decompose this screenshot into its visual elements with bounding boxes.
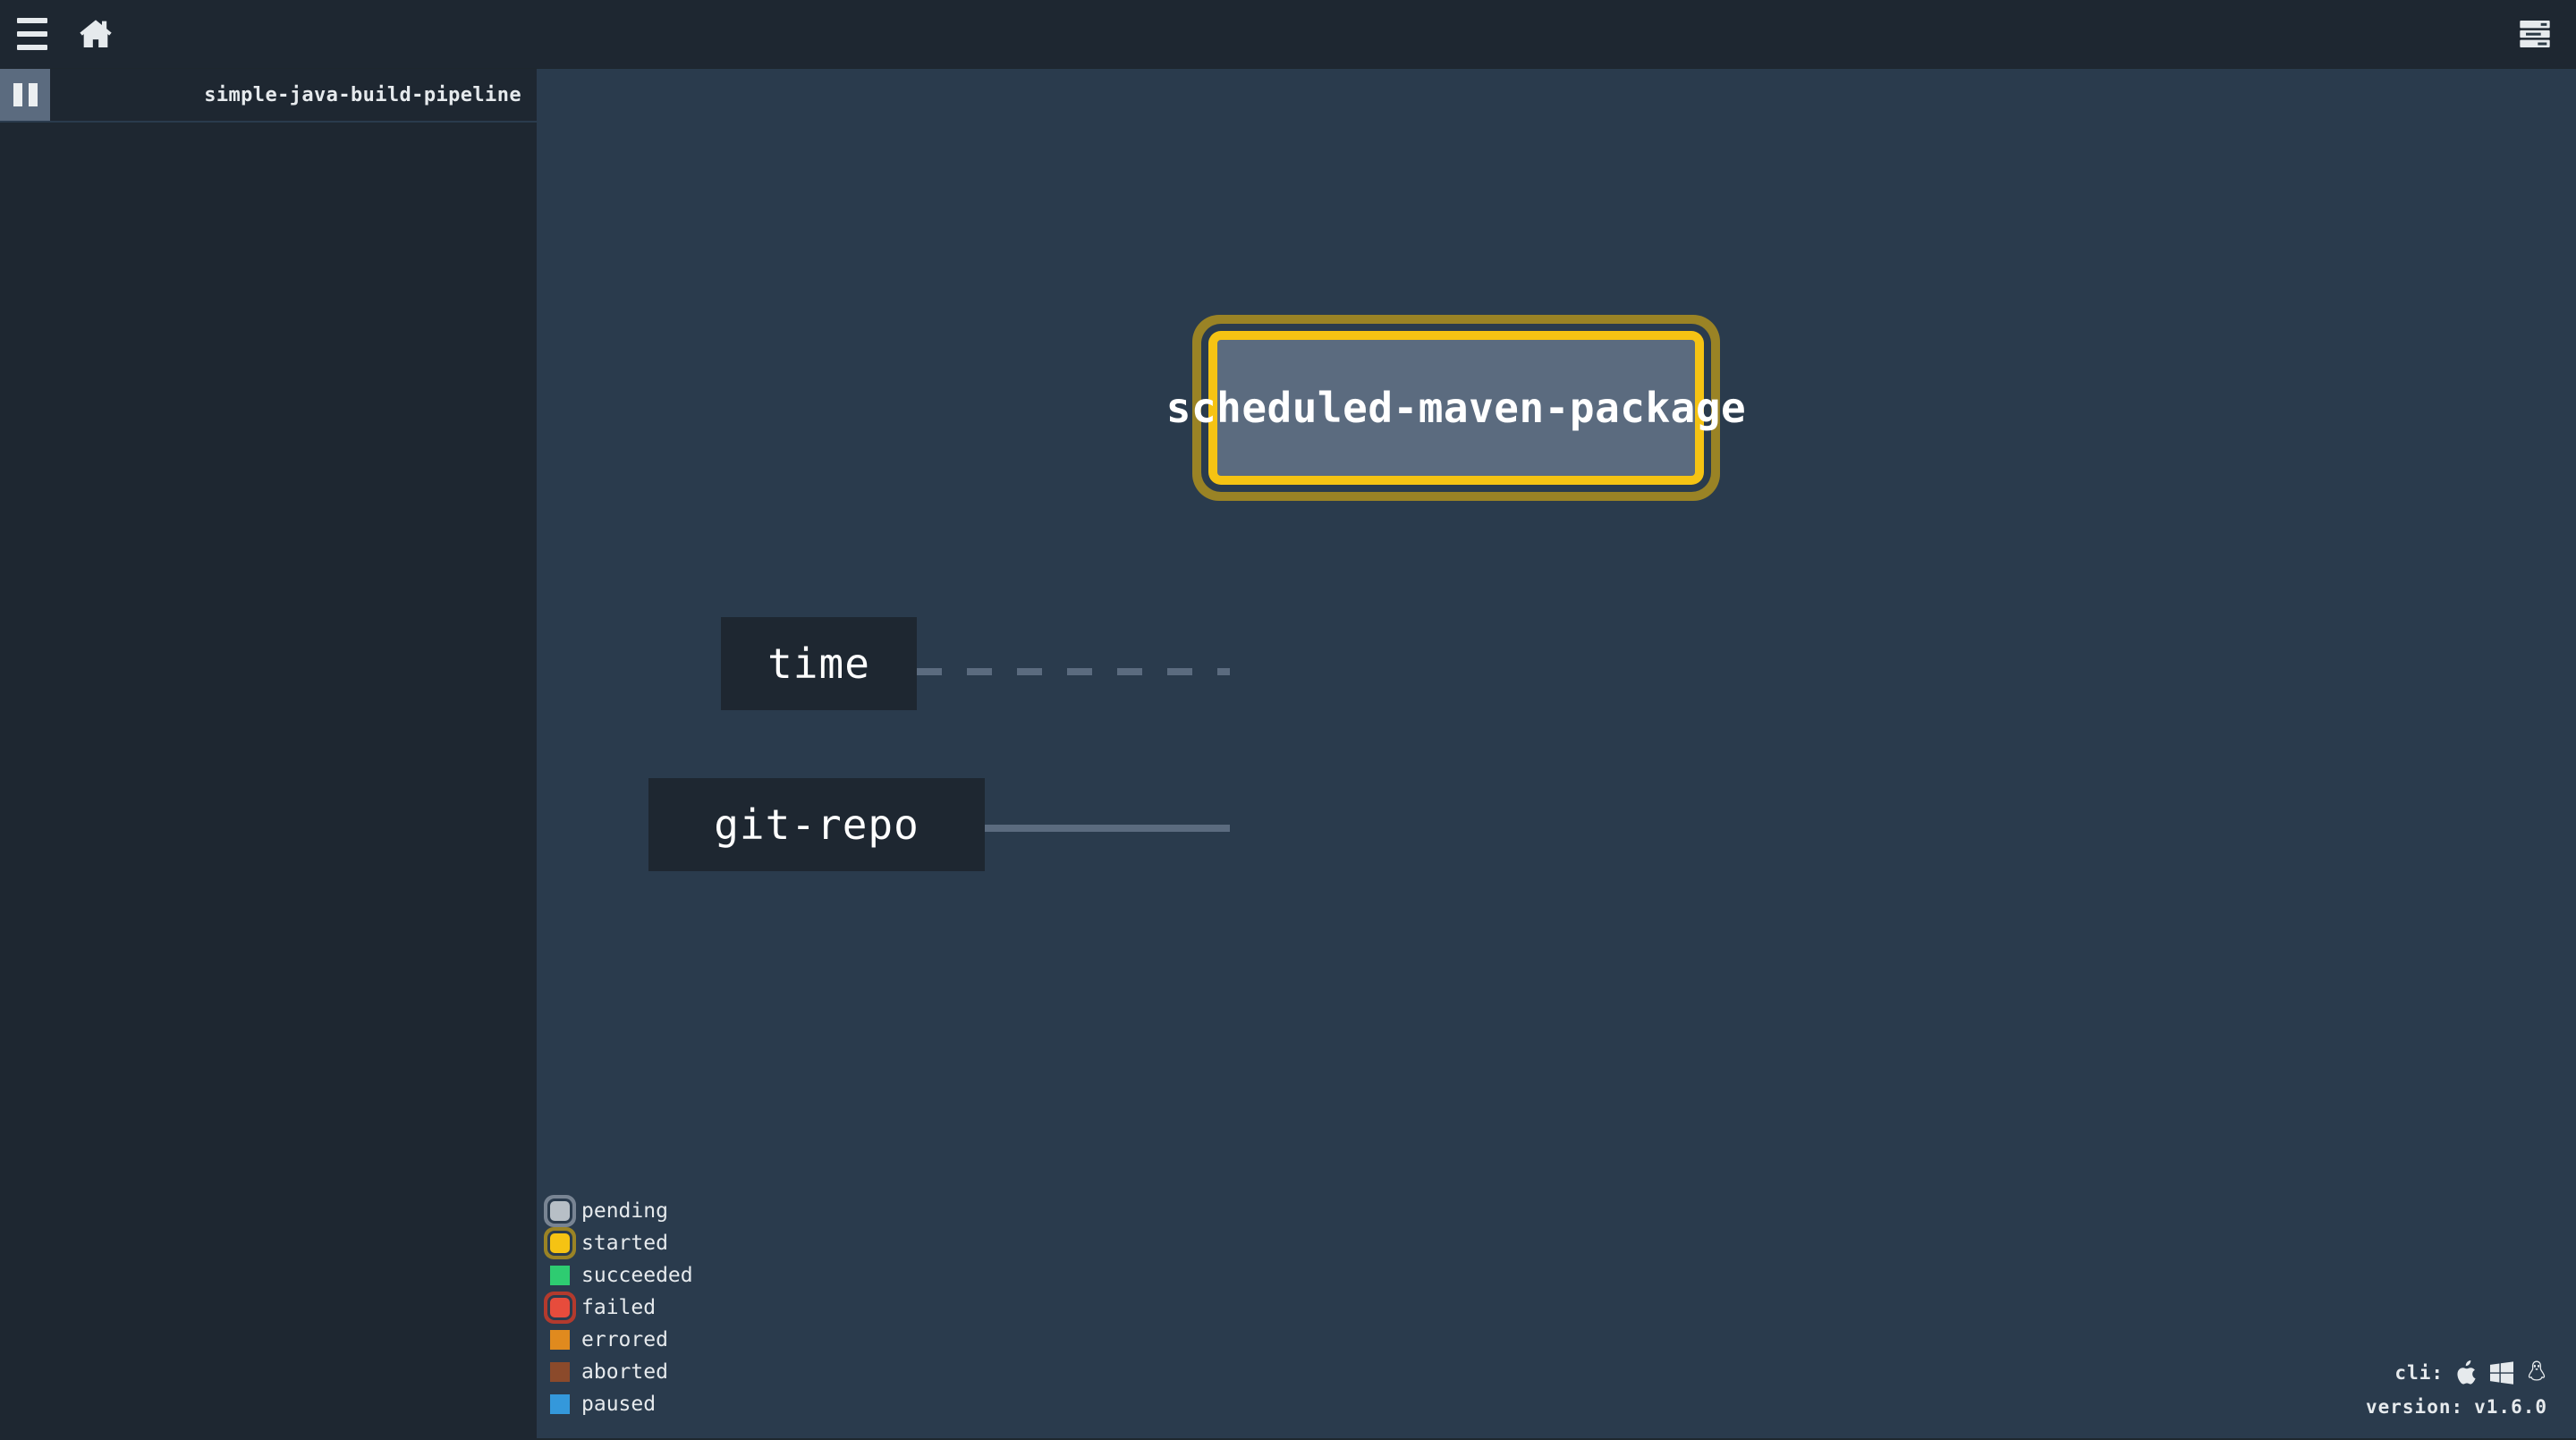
pause-pipeline-button[interactable] bbox=[0, 69, 50, 121]
version-label: version: bbox=[2365, 1396, 2464, 1418]
job-node-ring-gap: scheduled-maven-package bbox=[1166, 324, 1746, 492]
legend-core bbox=[550, 1330, 570, 1350]
legend-label-failed: failed bbox=[581, 1296, 657, 1319]
legend-item-started: started bbox=[544, 1227, 693, 1259]
cli-footer: cli: bbox=[2366, 1356, 2547, 1424]
legend-label-paused: paused bbox=[581, 1393, 657, 1416]
version-row: version: v1.6.0 bbox=[2366, 1390, 2547, 1424]
legend-label-errored: errored bbox=[581, 1328, 668, 1351]
legend-item-errored: errored bbox=[544, 1324, 693, 1356]
linux-tux-icon[interactable] bbox=[2526, 1360, 2547, 1385]
pause-bar bbox=[13, 83, 22, 106]
version-value: v1.6.0 bbox=[2474, 1396, 2547, 1418]
job-node-scheduled-maven-package[interactable]: scheduled-maven-package bbox=[1166, 315, 1746, 501]
legend-label-aborted: aborted bbox=[581, 1360, 668, 1384]
legend-item-failed: failed bbox=[544, 1292, 693, 1324]
legend-core bbox=[550, 1394, 570, 1414]
resource-node-git-repo-label: git-repo bbox=[714, 800, 919, 849]
legend-swatch-pending bbox=[544, 1195, 576, 1227]
cli-label: cli: bbox=[2394, 1362, 2444, 1384]
legend-swatch-failed bbox=[544, 1292, 576, 1324]
home-icon[interactable] bbox=[68, 0, 123, 68]
hamburger-bar bbox=[17, 31, 47, 37]
job-node-label: scheduled-maven-package bbox=[1165, 384, 1747, 432]
legend-label-started: started bbox=[581, 1232, 668, 1255]
legend-ring bbox=[550, 1233, 570, 1253]
windows-icon[interactable] bbox=[2490, 1361, 2513, 1385]
legend-swatch-aborted bbox=[544, 1356, 576, 1388]
resource-node-time[interactable]: time bbox=[721, 617, 917, 710]
resource-node-git-repo[interactable]: git-repo bbox=[648, 778, 985, 871]
legend-label-pending: pending bbox=[581, 1199, 668, 1223]
legend-core bbox=[553, 1300, 567, 1315]
legend-swatch-started bbox=[544, 1227, 576, 1259]
resource-node-time-label: time bbox=[767, 640, 870, 688]
pause-bar bbox=[28, 83, 38, 106]
legend-item-pending: pending bbox=[544, 1195, 693, 1227]
legend-core bbox=[553, 1204, 567, 1218]
hamburger-bar bbox=[17, 45, 47, 50]
legend-swatch-paused bbox=[544, 1388, 576, 1420]
legend-swatch-errored bbox=[544, 1324, 576, 1356]
legend-label-succeeded: succeeded bbox=[581, 1264, 693, 1287]
legend-ring-gap bbox=[547, 1231, 572, 1256]
status-legend: pending started succeeded bbox=[544, 1195, 693, 1420]
edge-time-to-job bbox=[917, 668, 1230, 675]
apple-icon[interactable] bbox=[2456, 1360, 2478, 1385]
hamburger-menu-icon[interactable] bbox=[7, 0, 57, 68]
legend-item-succeeded: succeeded bbox=[544, 1259, 693, 1292]
job-node-body: scheduled-maven-package bbox=[1166, 340, 1746, 476]
legend-ring-gap bbox=[547, 1199, 572, 1224]
pipeline-name-label: simple-java-build-pipeline bbox=[204, 83, 521, 106]
legend-core bbox=[553, 1236, 567, 1250]
cli-download-row: cli: bbox=[2366, 1356, 2547, 1390]
hamburger-bar bbox=[17, 18, 47, 23]
legend-core bbox=[550, 1266, 570, 1285]
pipeline-header-bar: simple-java-build-pipeline bbox=[0, 69, 537, 121]
legend-ring bbox=[550, 1298, 570, 1317]
legend-ring-gap bbox=[547, 1295, 572, 1320]
job-node-status-ring: scheduled-maven-package bbox=[1166, 331, 1746, 485]
legend-item-paused: paused bbox=[544, 1388, 693, 1420]
legend-swatch-succeeded bbox=[544, 1259, 576, 1292]
legend-core bbox=[550, 1362, 570, 1382]
edge-git-repo-to-job bbox=[985, 825, 1230, 832]
pipeline-graph-canvas[interactable]: time git-repo scheduled-maven-package bbox=[537, 69, 2576, 1438]
legend-ring bbox=[550, 1201, 570, 1221]
server-rack-icon[interactable] bbox=[2501, 0, 2569, 68]
top-bar bbox=[0, 0, 2576, 68]
legend-item-aborted: aborted bbox=[544, 1356, 693, 1388]
sidebar-panel bbox=[0, 121, 537, 1440]
